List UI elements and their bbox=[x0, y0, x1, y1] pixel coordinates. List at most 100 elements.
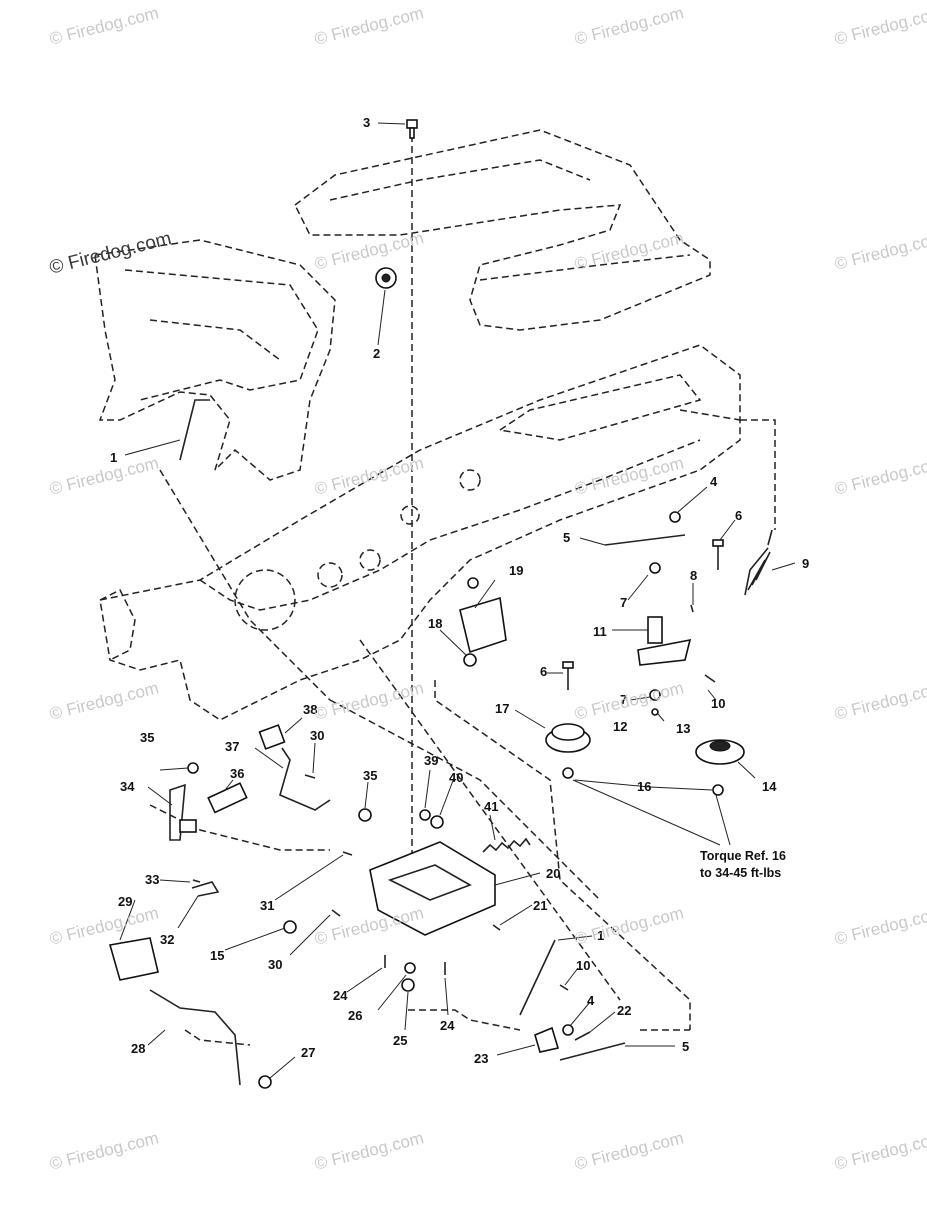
part-1-rod bbox=[179, 399, 210, 461]
callout-5-bottom: 5 bbox=[682, 1039, 689, 1054]
callout-35-top: 35 bbox=[140, 730, 154, 745]
callout-7-top: 7 bbox=[620, 595, 627, 610]
callout-11: 11 bbox=[593, 624, 607, 639]
torque-note-line2: to 34-45 ft-lbs bbox=[700, 866, 782, 880]
part-4-washer-upper bbox=[669, 511, 681, 523]
part-20-bracket bbox=[369, 841, 496, 936]
callout-15: 15 bbox=[210, 948, 224, 963]
part-15-washer bbox=[283, 920, 297, 934]
callout-2: 2 bbox=[373, 346, 380, 361]
part-5-rod-upper bbox=[604, 534, 686, 546]
callout-24-left: 24 bbox=[333, 988, 348, 1003]
callout-1-bottom: 1 bbox=[597, 928, 604, 943]
callout-20: 20 bbox=[546, 866, 560, 881]
part-33-screw bbox=[192, 879, 201, 883]
callout-6-top: 6 bbox=[735, 508, 742, 523]
leader-lines bbox=[119, 122, 796, 1079]
part-16-nut-b bbox=[712, 784, 724, 796]
callout-38: 38 bbox=[303, 702, 317, 717]
part-23-plate bbox=[534, 1026, 560, 1053]
callout-30-top: 30 bbox=[310, 728, 324, 743]
fender-pan bbox=[294, 129, 711, 331]
part-7-nut-upper bbox=[649, 562, 661, 574]
callout-41: 41 bbox=[484, 799, 498, 814]
part-38-grip bbox=[258, 724, 286, 750]
part-32-clip bbox=[191, 881, 220, 897]
part-19-bracket bbox=[459, 596, 507, 654]
part-31-screw bbox=[342, 851, 353, 856]
part-11-idler-arm bbox=[637, 616, 692, 666]
part-30-screw-lower bbox=[331, 909, 341, 917]
part-10-pin-lower bbox=[559, 984, 569, 991]
callout-21: 21 bbox=[533, 898, 547, 913]
part-35-nut-upper bbox=[187, 762, 199, 774]
callout-7-bottom: 7 bbox=[620, 692, 627, 707]
callout-34: 34 bbox=[120, 779, 135, 794]
part-25-nut bbox=[401, 978, 415, 992]
callout-labels: 1 2 3 4 5 6 7 8 9 10 11 12 13 14 15 16 1… bbox=[110, 115, 809, 1066]
callout-17: 17 bbox=[495, 701, 509, 716]
part-41-spring bbox=[482, 837, 531, 853]
callout-32: 32 bbox=[160, 932, 174, 947]
part-18-nut-top bbox=[467, 577, 479, 589]
callout-6-bottom: 6 bbox=[540, 664, 547, 679]
part-9-spring bbox=[744, 529, 773, 596]
part-16-nut-a bbox=[562, 767, 574, 779]
part-22-pin bbox=[574, 1031, 591, 1041]
part-29-pedal bbox=[108, 937, 159, 981]
callout-10-bottom: 10 bbox=[576, 958, 590, 973]
callout-19: 19 bbox=[509, 563, 523, 578]
part-2-knob bbox=[375, 267, 397, 289]
part-37-lever bbox=[279, 747, 331, 811]
callout-37: 37 bbox=[225, 739, 239, 754]
part-35-nut-lower bbox=[358, 808, 372, 822]
part-18-nut bbox=[463, 653, 477, 667]
part-10-pin-upper bbox=[704, 674, 716, 683]
callout-40: 40 bbox=[449, 770, 463, 785]
part-13-clip bbox=[651, 708, 659, 716]
callout-1-top: 1 bbox=[110, 450, 117, 465]
callout-39: 39 bbox=[424, 753, 438, 768]
callout-16: 16 bbox=[637, 779, 651, 794]
callout-35-bottom: 35 bbox=[363, 768, 377, 783]
callout-25: 25 bbox=[393, 1033, 407, 1048]
callout-22: 22 bbox=[617, 1003, 631, 1018]
callout-26: 26 bbox=[348, 1008, 362, 1023]
callout-5-top: 5 bbox=[563, 530, 570, 545]
torque-note: Torque Ref. 16 to 34-45 ft-lbs bbox=[700, 848, 786, 882]
part-27-nut bbox=[258, 1075, 272, 1089]
part-34-plate bbox=[179, 819, 197, 833]
part-4-washer-lower bbox=[562, 1024, 574, 1036]
callout-3: 3 bbox=[363, 115, 370, 130]
callout-9: 9 bbox=[802, 556, 809, 571]
part-12-washer bbox=[649, 689, 661, 701]
callout-31: 31 bbox=[260, 898, 274, 913]
callout-28: 28 bbox=[131, 1041, 145, 1056]
part-40-nut bbox=[430, 815, 444, 829]
part-6-head-upper bbox=[712, 539, 724, 547]
callout-12: 12 bbox=[613, 719, 627, 734]
part-6-head-lower bbox=[562, 661, 574, 669]
part-28-pedal-arm bbox=[149, 989, 241, 1086]
part-17-pulley bbox=[545, 723, 591, 753]
callout-30-bottom: 30 bbox=[268, 957, 282, 972]
callout-13: 13 bbox=[676, 721, 690, 736]
callout-14: 14 bbox=[762, 779, 777, 794]
part-1-rod-lower bbox=[519, 939, 556, 1016]
part-30-screw-upper bbox=[304, 774, 316, 779]
part-5-rod-lower bbox=[559, 1042, 626, 1061]
part-21-bolt bbox=[492, 924, 501, 931]
callout-4-bottom: 4 bbox=[587, 993, 595, 1008]
callout-29: 29 bbox=[118, 894, 132, 909]
part-36-handle bbox=[207, 782, 248, 814]
torque-note-line1: Torque Ref. 16 bbox=[700, 849, 786, 863]
part-3-bolt bbox=[406, 119, 418, 139]
callout-8: 8 bbox=[690, 568, 697, 583]
guide-lines bbox=[149, 409, 776, 1046]
part-39-washer bbox=[419, 809, 431, 821]
part-8-screw bbox=[690, 604, 694, 613]
callout-36: 36 bbox=[230, 766, 244, 781]
part-34-lever bbox=[169, 783, 186, 841]
